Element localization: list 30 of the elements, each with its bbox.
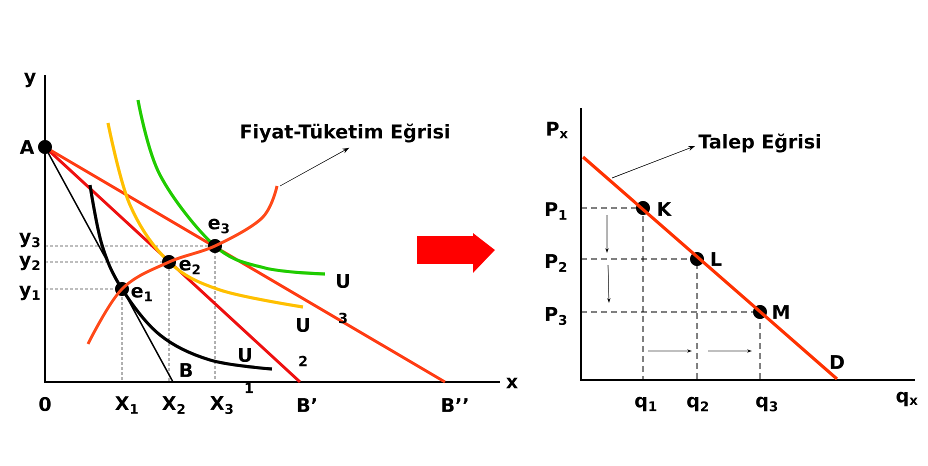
axis-label: q$_{x}$ [896,392,918,406]
axis-label: 1 [246,382,253,394]
point-label: e$_{2}$ [180,260,200,274]
point-label: e$_{3}$ [208,218,229,234]
axis-label: 0 [39,396,51,412]
axis-label: y$_{3}$ [19,232,40,248]
point-label: L [712,252,722,266]
curve-label: Talep Eğrisi [698,134,820,152]
axis-label: 2 [299,356,307,366]
axis-label: B’ [298,398,316,412]
axis-label: y$_{2}$ [19,256,40,270]
price-consumption-curve [86,186,278,345]
axis-label: B [180,363,192,377]
axis-label: D [830,355,844,369]
axis-label: U [297,318,309,332]
axis-label: U [337,274,349,288]
point-label: A [20,140,34,154]
curve-label: Fiyat-Tüketim Eğrisi [241,124,449,142]
axis-label: B’’ [442,398,468,412]
axis-label: 3 [339,312,347,324]
axis-label: y$_{1}$ [19,286,40,300]
axis-label: X$_{1}$ [115,396,138,414]
point-label: K [658,202,672,216]
axis-label: x [506,378,518,388]
point-label: M [773,305,789,319]
axis-label: y [24,72,36,88]
axis-label: P$_{x}$ [547,122,568,138]
axis-label: X$_{3}$ [210,396,233,414]
axis-label: X$_{2}$ [162,396,185,414]
point-label: e$_{1}$ [132,286,152,302]
